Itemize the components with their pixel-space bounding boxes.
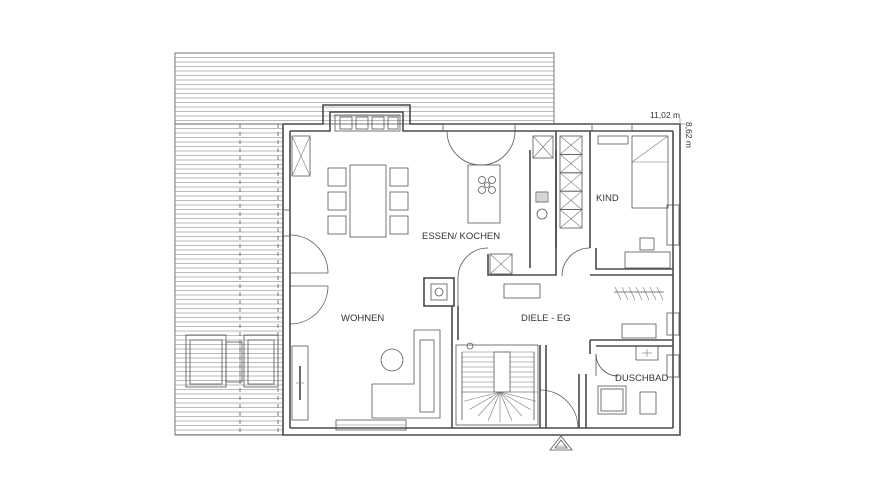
stair-winder xyxy=(499,391,531,410)
interior-walls xyxy=(423,131,673,428)
stair-winder xyxy=(499,391,537,402)
room-label-wohnen: WOHNEN xyxy=(341,313,384,324)
kitchen-island xyxy=(467,164,501,224)
sideboard xyxy=(291,135,311,177)
stair-winder xyxy=(499,391,513,421)
hanger xyxy=(635,286,643,301)
bathroom-fixtures xyxy=(597,323,659,415)
doors xyxy=(289,130,619,429)
terrace-lower-area xyxy=(174,123,284,436)
hanger xyxy=(656,286,664,301)
kitchen-counter xyxy=(489,135,554,275)
tall-cabinets xyxy=(559,135,583,229)
wardrobe-hangers xyxy=(614,286,664,301)
dimension-lines xyxy=(590,118,686,125)
hanger xyxy=(649,286,657,301)
hanger xyxy=(614,286,622,301)
bay-window-sofa xyxy=(334,114,401,132)
cabinet-unit xyxy=(559,209,583,229)
hanger xyxy=(628,286,636,301)
room-label-essen-kochen: ESSEN/ KOCHEN xyxy=(422,231,500,242)
dining-table xyxy=(327,164,409,238)
staircase xyxy=(455,344,539,426)
stair-winder xyxy=(463,391,501,402)
room-label-kind: KIND xyxy=(596,193,619,204)
depth-dimension-label: 8,62 m xyxy=(684,122,694,148)
width-dimension-label: 11,02 m xyxy=(650,110,680,120)
sun-loungers xyxy=(185,334,279,388)
living-room-sofa xyxy=(371,329,441,419)
north-arrow-icon xyxy=(549,435,573,451)
stair-winder xyxy=(477,391,501,417)
kind-furniture xyxy=(597,135,671,269)
dresser xyxy=(466,283,541,350)
stair-winder xyxy=(469,391,501,410)
stair-winder xyxy=(487,391,501,421)
hanger xyxy=(621,286,629,301)
outer-walls xyxy=(282,104,681,436)
room-label-duschbad: DUSCHBAD xyxy=(615,373,668,384)
terrace-decking xyxy=(174,52,555,125)
room-label-diele: DIELE - EG xyxy=(521,313,571,324)
stair-winder xyxy=(499,391,523,417)
hanger xyxy=(642,286,650,301)
media-unit xyxy=(291,345,309,421)
windows xyxy=(282,123,680,431)
